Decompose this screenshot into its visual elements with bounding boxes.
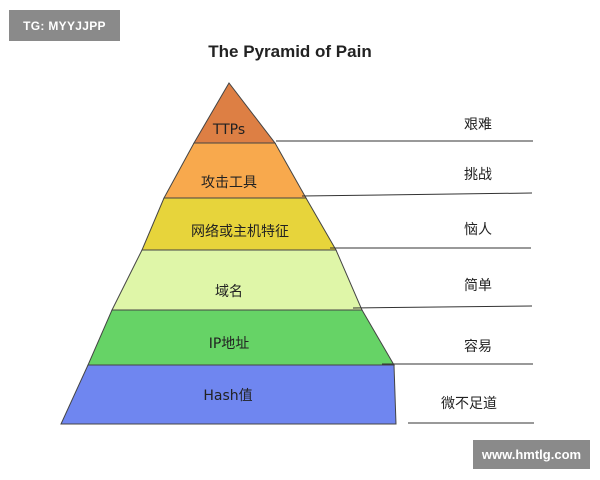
watermark-badge-bottom: www.hmtlg.com — [473, 440, 590, 469]
layer-label-domain: 域名 — [215, 284, 243, 300]
layer-label-artifacts: 网络或主机特征 — [191, 224, 289, 240]
divider-line — [352, 305, 533, 309]
difficulty-label-ip: 容易 — [464, 339, 492, 355]
difficulty-label-ttps: 艰难 — [464, 117, 492, 133]
layer-label-ttps: TTPs — [212, 122, 245, 138]
pyramid-layer-hash — [60, 364, 397, 425]
watermark-badge-top: TG: MYYJJPP — [9, 10, 120, 41]
layer-label-tools: 攻击工具 — [201, 175, 257, 191]
layer-label-hash: Hash值 — [203, 388, 252, 404]
layer-label-ip: IP地址 — [209, 336, 250, 352]
difficulty-label-artifacts: 恼人 — [464, 222, 492, 238]
diagram-title: The Pyramid of Pain — [208, 42, 372, 61]
difficulty-label-tools: 挑战 — [464, 167, 492, 183]
divider-line — [301, 192, 533, 197]
difficulty-label-hash: 微不足道 — [441, 396, 497, 412]
difficulty-label-domain: 简单 — [464, 278, 492, 294]
pyramid-layer-domain — [111, 249, 363, 311]
